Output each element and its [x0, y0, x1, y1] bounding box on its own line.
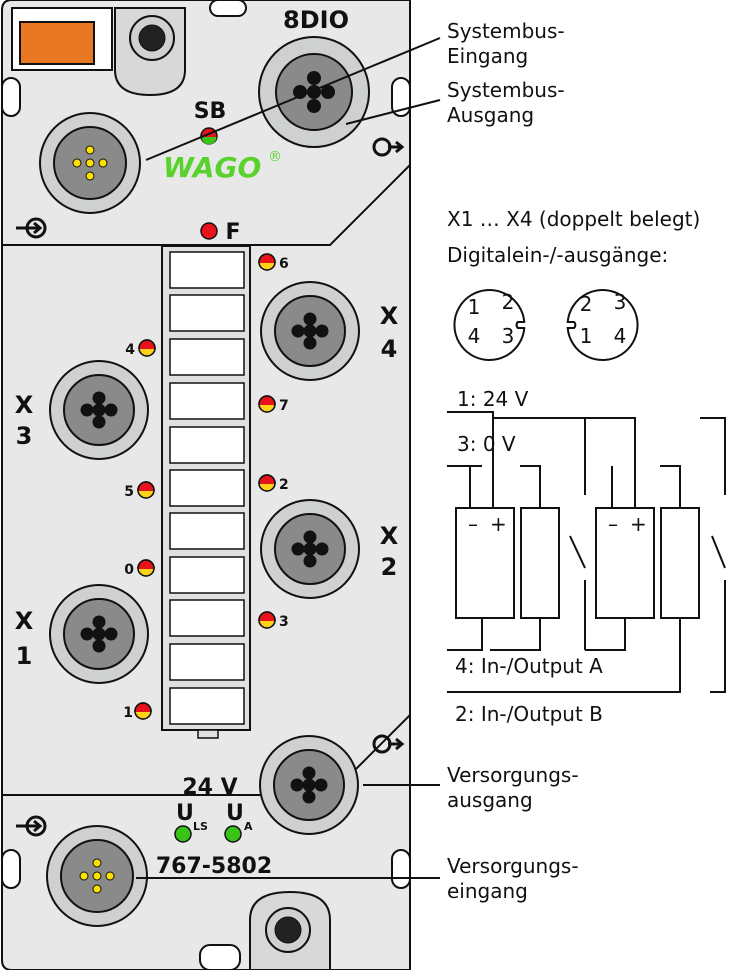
status-led-1: [134, 702, 152, 721]
pin-left-4: 4: [468, 324, 481, 348]
callout-versorgungs-eingang-line2: eingang: [447, 879, 528, 903]
output-arrow-icon: [372, 137, 405, 157]
pin-right-2: 2: [580, 292, 593, 316]
pinout-heading: X1 … X4 (doppelt belegt): [447, 207, 700, 231]
callout-systembus-ausgang-line2: Ausgang: [447, 103, 534, 127]
ua-label: U: [226, 801, 244, 826]
socket-x2: [260, 499, 360, 599]
port-x3-number: 3: [16, 422, 33, 450]
status-led-7: [258, 395, 276, 414]
systembus-ausgang-connector: [258, 36, 370, 148]
versorgungs-ausgang-connector: [259, 735, 359, 835]
status-led-0: [137, 559, 155, 578]
status-led-1-label: 1: [123, 705, 133, 721]
wiring-pin2-label: 2: In-/Output B: [455, 702, 603, 726]
status-led-6: [258, 253, 276, 272]
wiring-device-a2: [520, 507, 560, 619]
wago-registered-mark: ®: [268, 149, 282, 165]
wiring-pin4-label: 4: In-/Output A: [455, 654, 603, 678]
ua-subscript: A: [244, 820, 253, 833]
port-x2-number: 2: [381, 553, 398, 581]
socket-x1: [49, 584, 149, 684]
wiring-device-a1: [455, 507, 515, 619]
port-x4-number: 4: [381, 335, 398, 363]
callout-versorgungs-ausgang-line1: Versorgungs-: [447, 763, 579, 787]
status-led-3: [258, 611, 276, 630]
sb-label: SB: [194, 99, 227, 124]
article-number: 767-5802: [156, 854, 272, 879]
status-led-4: [138, 339, 156, 358]
callout-versorgungs-ausgang-line2: ausgang: [447, 788, 533, 812]
port-x3-letter: X: [15, 391, 34, 419]
pin-left-3: 3: [502, 324, 515, 348]
callout-systembus-eingang-line1: Systembus-: [447, 19, 565, 43]
wiring-b1-minus: –: [608, 512, 618, 536]
mount-slot-bottom-left: [1, 849, 21, 889]
wiring-device-b1: [595, 507, 655, 619]
mount-notch-top: [209, 0, 247, 17]
wiring-b1-plus: +: [630, 512, 647, 536]
ua-led: [224, 825, 242, 843]
voltage-label: 24 V: [182, 775, 237, 800]
status-led-7-label: 7: [279, 398, 289, 414]
wiring-device-b2: [660, 507, 700, 619]
mount-slot-bottom-right: [391, 849, 411, 889]
status-led-6-label: 6: [279, 256, 289, 272]
mount-slot-top-right: [391, 77, 411, 117]
status-led-3-label: 3: [279, 614, 289, 630]
uls-led: [174, 825, 192, 843]
fault-label: F: [225, 220, 240, 245]
mount-notch-bottom: [199, 944, 241, 970]
callout-systembus-ausgang-line1: Systembus-: [447, 78, 565, 102]
pinout-subheading: Digitalein-/-ausgänge:: [447, 243, 668, 267]
callout-line-systembus-eingang: [145, 37, 441, 161]
input-arrow-icon-supply: [16, 815, 47, 837]
input-arrow-icon: [16, 217, 47, 239]
port-x1-number: 1: [16, 642, 33, 670]
status-led-2-label: 2: [279, 477, 289, 493]
port-x1-letter: X: [15, 607, 34, 635]
uls-subscript: LS: [193, 820, 208, 833]
pin-right-4: 4: [614, 324, 627, 348]
pin-left-2: 2: [502, 290, 515, 314]
wiring-lines: [447, 411, 726, 693]
wiring-pin3-label: 3: 0 V: [457, 432, 516, 456]
wiring-pin1-label: 1: 24 V: [457, 387, 529, 411]
wiring-a1-minus: –: [468, 512, 478, 536]
fault-led: [200, 222, 218, 240]
status-led-0-label: 0: [124, 562, 134, 578]
port-x4-letter: X: [380, 302, 399, 330]
wiring-a1-plus: +: [490, 512, 507, 536]
pinout-left-socket: [453, 289, 526, 361]
output-arrow-icon-supply: [372, 734, 405, 754]
status-led-4-label: 4: [125, 342, 135, 358]
device-title: 8DIO: [283, 6, 349, 34]
status-led-5: [137, 481, 155, 500]
uls-label: U: [176, 801, 194, 826]
versorgungs-eingang-connector: [46, 825, 148, 927]
wago-logo: WAGO: [163, 151, 261, 184]
callout-systembus-eingang-line2: Eingang: [447, 44, 528, 68]
status-led-5-label: 5: [124, 484, 134, 500]
pinout-right-socket: [566, 289, 639, 361]
systembus-eingang-connector: [39, 112, 141, 214]
orange-marker: [19, 21, 95, 65]
callout-line-systembus-ausgang: [345, 99, 441, 125]
pin-left-1: 1: [468, 295, 481, 319]
socket-x3: [49, 360, 149, 460]
pin-right-3: 3: [614, 290, 627, 314]
marker-strip: [161, 245, 251, 739]
status-led-2: [258, 474, 276, 493]
pin-right-1: 1: [580, 324, 593, 348]
mount-slot-top-left: [1, 77, 21, 117]
socket-x4: [260, 281, 360, 381]
top-section-divider: [2, 164, 411, 246]
callout-versorgungs-eingang-line1: Versorgungs-: [447, 854, 579, 878]
port-x2-letter: X: [380, 522, 399, 550]
